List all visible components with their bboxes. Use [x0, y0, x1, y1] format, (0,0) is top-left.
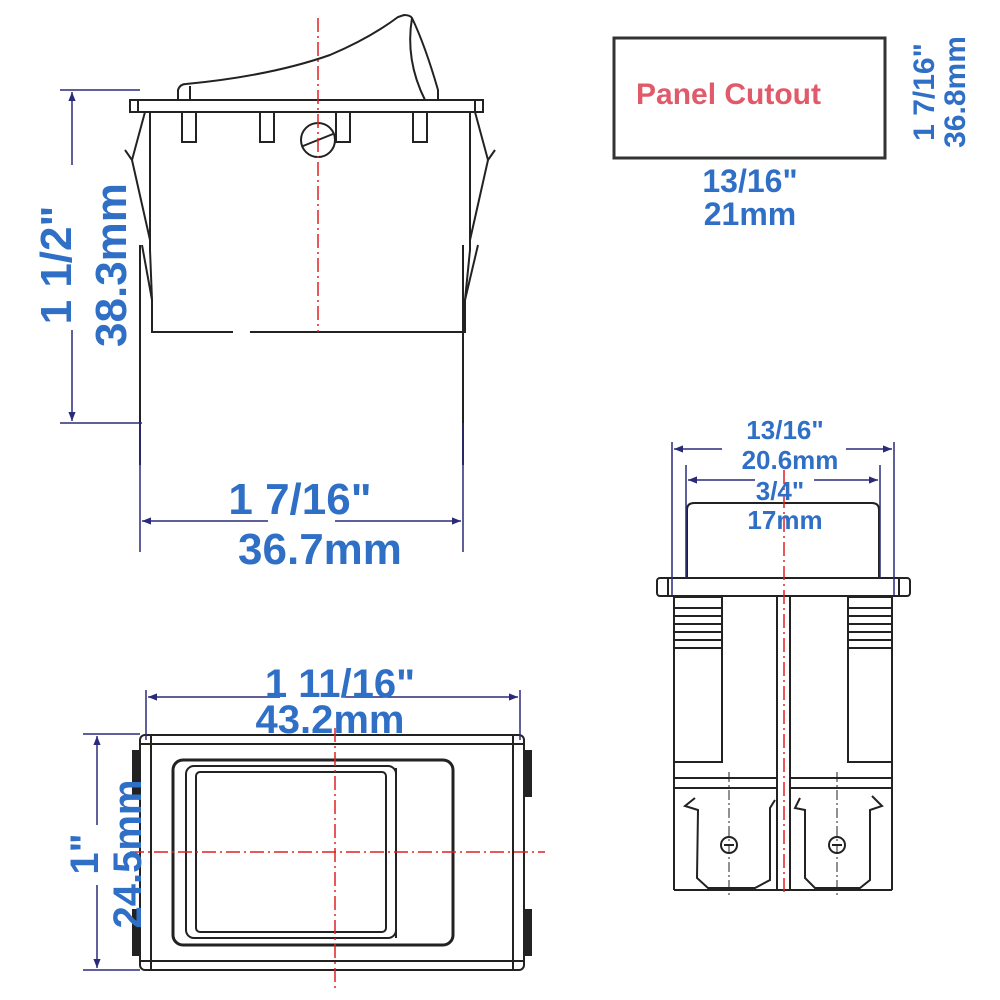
end-view-inner-width-inch: 3/4" [755, 476, 805, 506]
side-view-height-mm: 38.3mm [87, 183, 136, 347]
front-view-width-mm: 43.2mm [255, 698, 405, 742]
end-view-inner-width-mm: 17mm [747, 505, 823, 535]
panel-cutout-width-inch: 13/16" [702, 163, 798, 199]
side-view-width-mm: 36.7mm [238, 525, 402, 574]
panel-cutout-rect [612, 36, 887, 160]
front-view-height-mm: 24.5mm [106, 779, 150, 929]
end-view-dimensions [671, 442, 895, 595]
front-view-dimensions [83, 690, 521, 971]
panel-cutout-label: Panel Cutout [636, 78, 821, 111]
side-view-dimensions [60, 89, 464, 552]
panel-cutout-height-mm: 36.8mm [939, 36, 972, 148]
end-view-outer-width-mm: 20.6mm [741, 445, 839, 475]
front-view-centerlines [130, 728, 545, 990]
panel-cutout-width-mm: 21mm [703, 196, 797, 232]
side-view-height-inch: 1 1/2" [32, 205, 81, 325]
end-view [656, 502, 911, 891]
terminal-centerlines [728, 772, 838, 895]
side-view [124, 13, 496, 465]
side-view-width-inch: 1 7/16" [228, 475, 372, 524]
front-view-width-inch: 1 11/16" [264, 662, 416, 706]
front-view-height-inch: 1" [63, 833, 107, 875]
end-view-outer-width-inch: 13/16" [746, 415, 824, 445]
